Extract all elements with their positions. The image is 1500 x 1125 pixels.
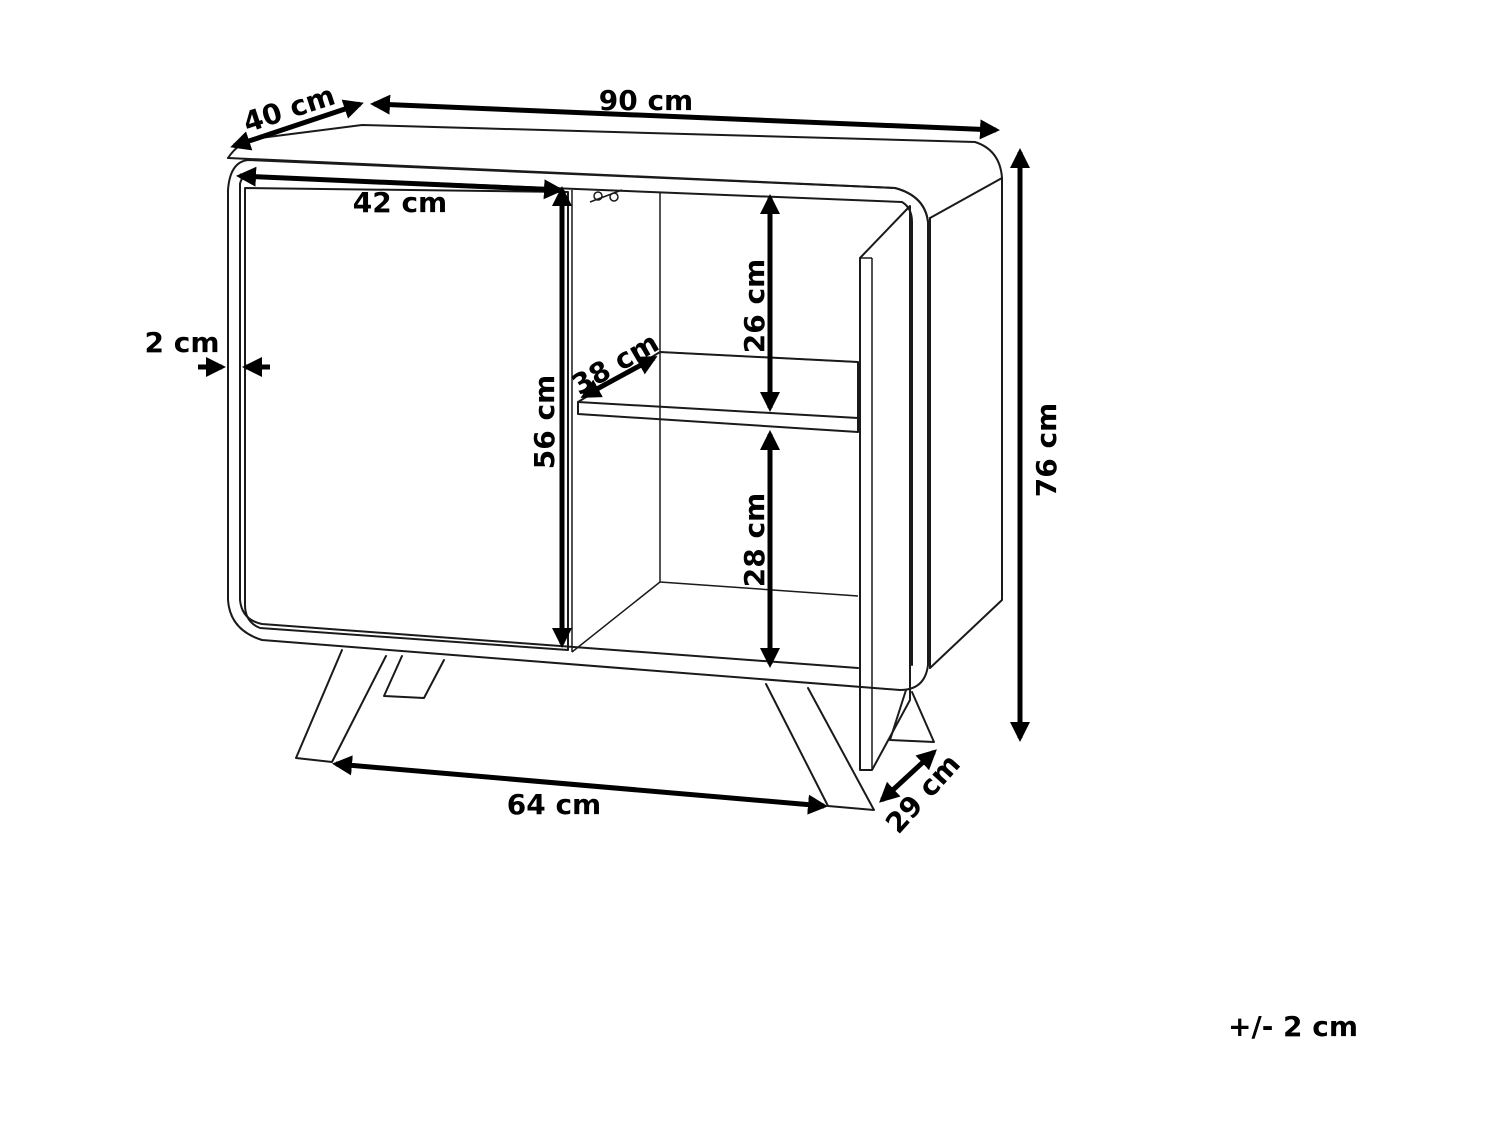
sideboard-drawing [227, 124, 1003, 811]
label-width: 90 cm [599, 84, 694, 117]
rear-right-leg [889, 689, 935, 743]
cabinet-front-frame [227, 159, 929, 691]
tolerance-note: +/- 2 cm [1228, 1010, 1359, 1043]
front-right-leg [765, 683, 875, 811]
left-door [244, 187, 569, 651]
shelf-depth-arrow [580, 355, 658, 399]
label-lower-compartment: 28 cm [738, 493, 771, 588]
label-door-width: 42 cm [353, 186, 448, 219]
leg-depth-arrow [879, 749, 937, 803]
open-compartment [571, 189, 859, 653]
label-leg-span: 64 cm [507, 788, 602, 821]
label-shelf-depth: 38 cm [566, 326, 664, 402]
rear-left-leg [383, 655, 445, 699]
leg-span-arrow [332, 755, 828, 815]
dimension-arrows [198, 94, 1030, 815]
label-upper-compartment: 26 cm [738, 259, 771, 354]
dimension-labels: 40 cm 90 cm 76 cm 42 cm 56 cm 2 cm 26 cm… [144, 79, 1063, 840]
cabinet-side-panel [929, 177, 1003, 669]
width-arrow [370, 94, 1000, 140]
label-height: 76 cm [1030, 403, 1063, 498]
label-side-thickness: 2 cm [144, 326, 219, 359]
cabinet-top [227, 124, 1003, 219]
legs [295, 649, 935, 811]
door-width-arrow [236, 166, 564, 200]
front-left-leg [295, 649, 387, 763]
depth-arrow [230, 99, 364, 151]
label-inner-height: 56 cm [528, 375, 561, 470]
right-door-open [859, 205, 911, 771]
